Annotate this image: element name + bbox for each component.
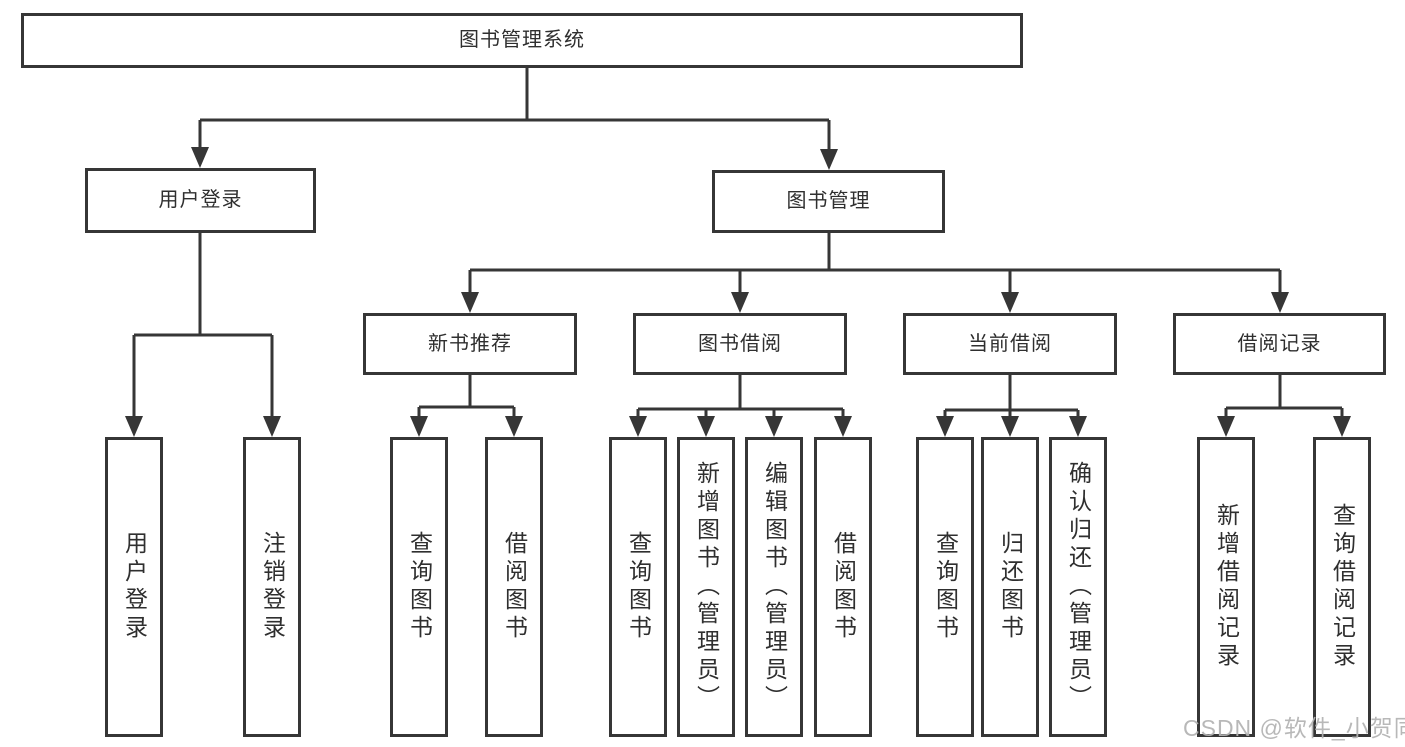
leaf-borrow-books-recommend: 借阅图书 <box>485 437 543 737</box>
leaf-borrow-books: 借阅图书 <box>814 437 872 737</box>
leaf-query-books-recommend: 查询图书 <box>390 437 448 737</box>
leaf-add-books-admin: 新增图书（管理员） <box>677 437 735 737</box>
leaf-add-borrow-record: 新增借阅记录 <box>1197 437 1255 737</box>
node-borrowing-records: 借阅记录 <box>1173 313 1386 375</box>
node-book-borrowing: 图书借阅 <box>633 313 847 375</box>
leaf-return-books: 归还图书 <box>981 437 1039 737</box>
leaf-confirm-return-admin: 确认归还（管理员） <box>1049 437 1107 737</box>
node-new-book-recommend: 新书推荐 <box>363 313 577 375</box>
node-book-management: 图书管理 <box>712 170 945 233</box>
node-current-borrowing: 当前借阅 <box>903 313 1117 375</box>
leaf-query-borrow-record: 查询借阅记录 <box>1313 437 1371 737</box>
leaf-query-books-current: 查询图书 <box>916 437 974 737</box>
leaf-logout: 注销登录 <box>243 437 301 737</box>
leaf-edit-books-admin: 编辑图书（管理员） <box>745 437 803 737</box>
node-user-login: 用户登录 <box>85 168 316 233</box>
csdn-watermark: CSDN @软件_小贺同学 <box>1183 715 1405 741</box>
leaf-user-login: 用户登录 <box>105 437 163 737</box>
leaf-query-books-borrowing: 查询图书 <box>609 437 667 737</box>
node-library-system: 图书管理系统 <box>21 13 1023 68</box>
